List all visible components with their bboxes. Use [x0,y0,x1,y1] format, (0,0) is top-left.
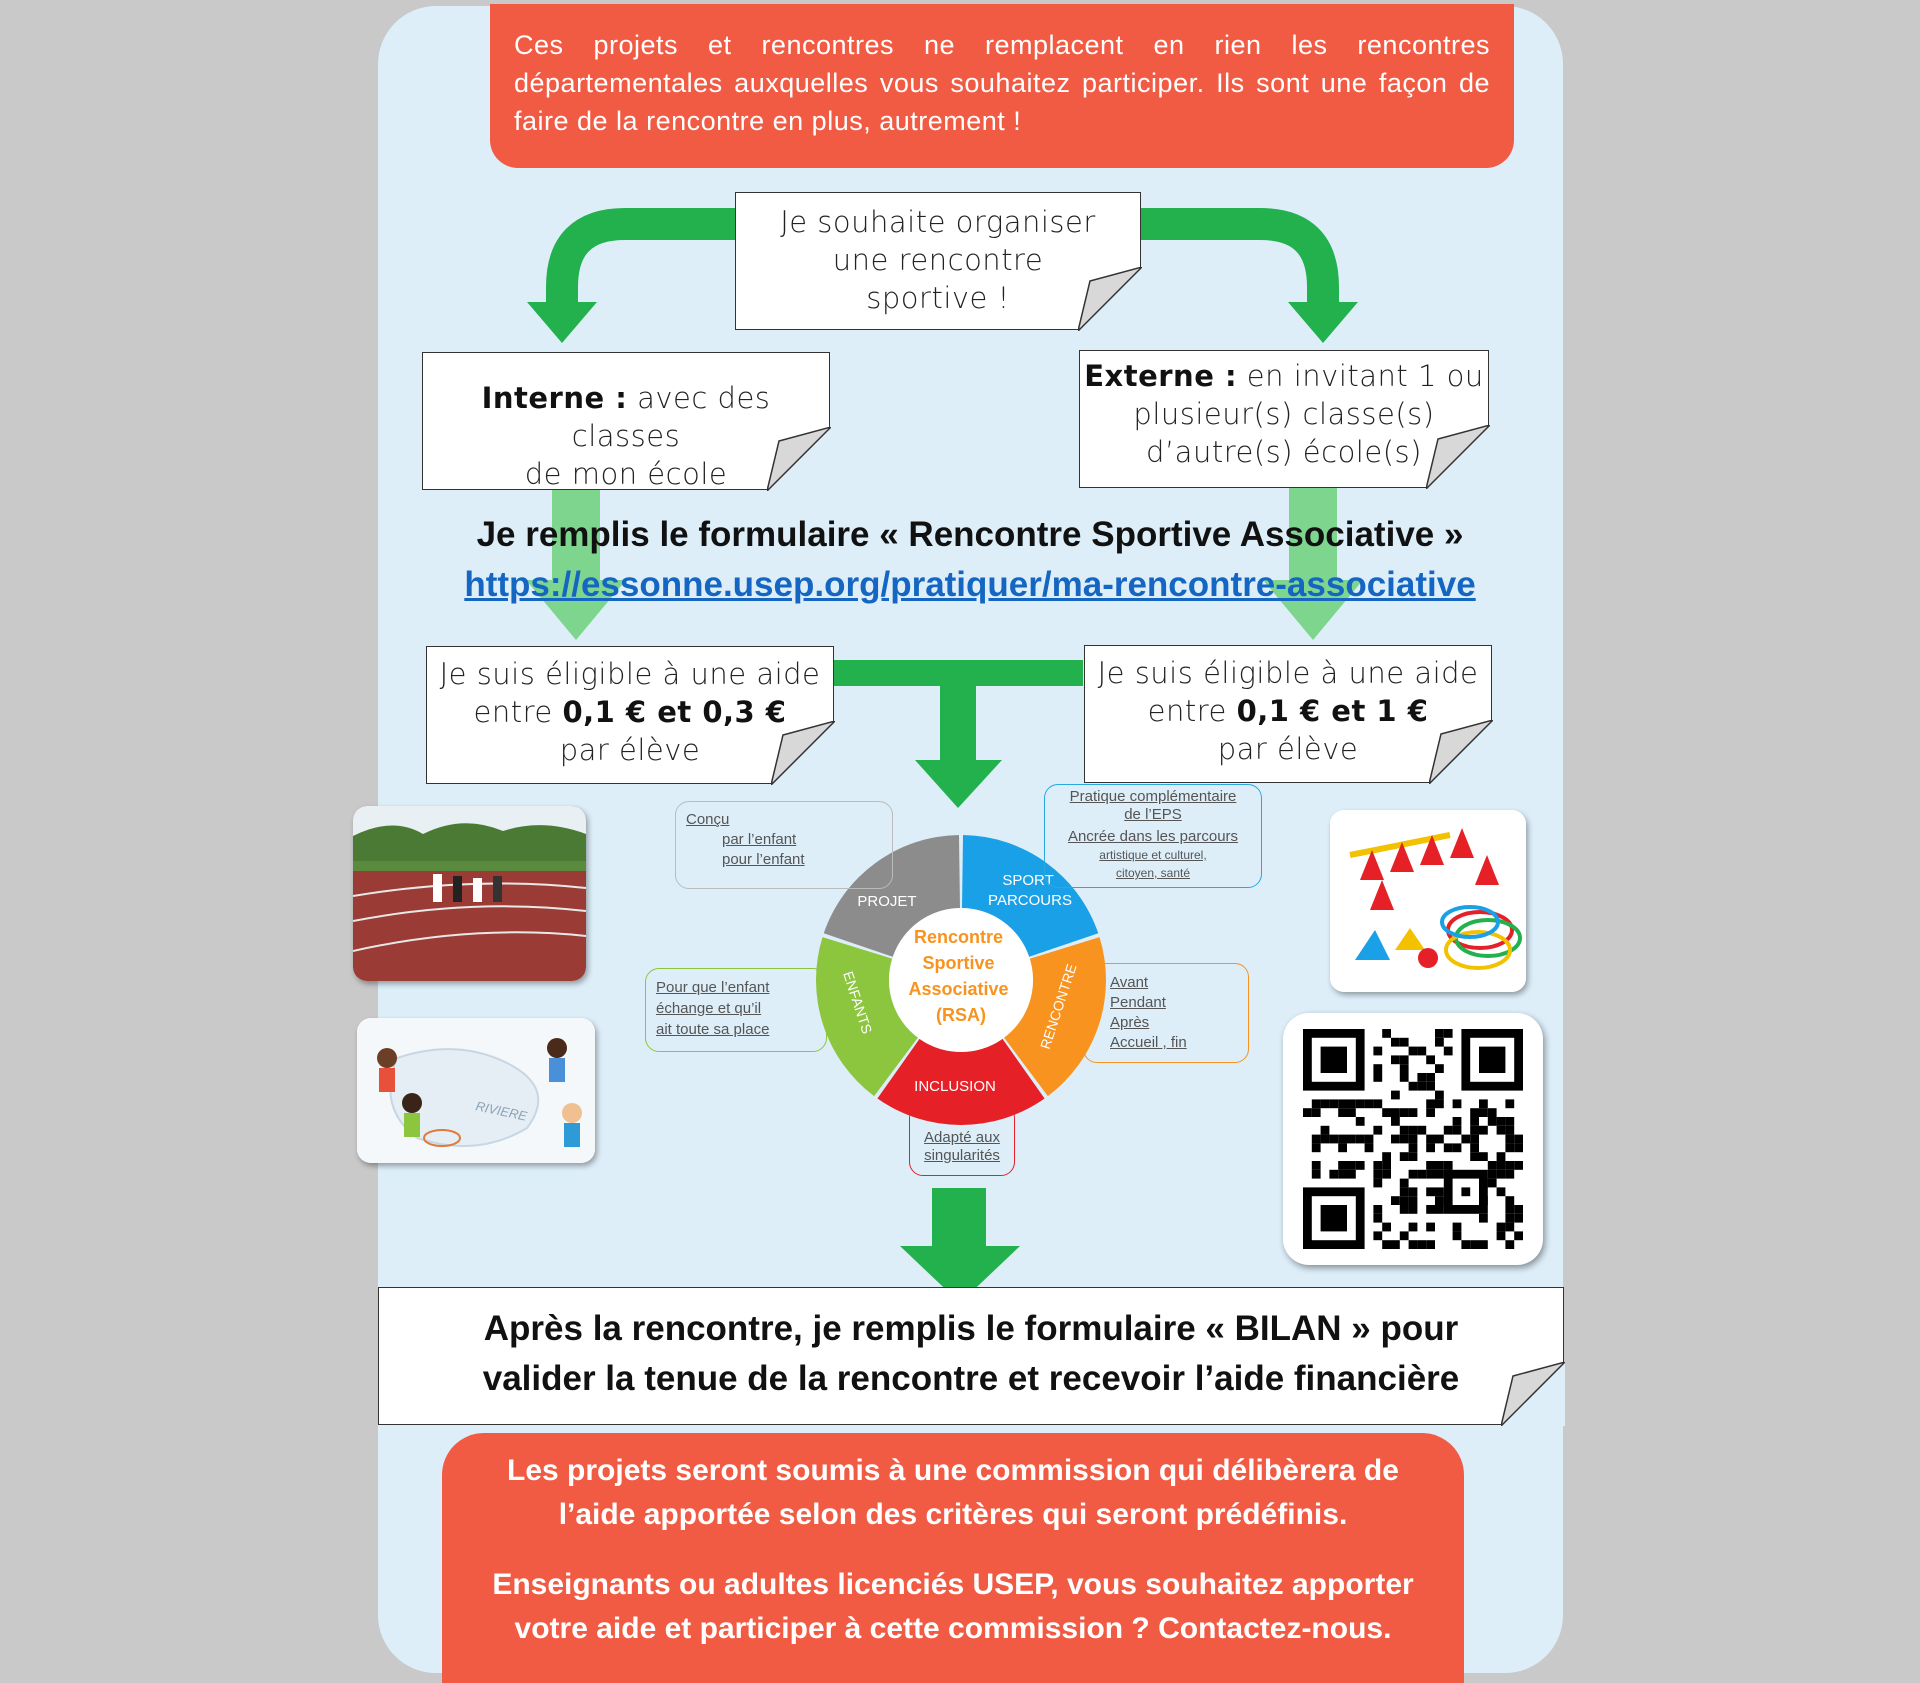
callout-text: Pratique complémentaire [1069,788,1237,805]
arrow-head-interne [527,302,597,343]
wheel-label-parcours: PARCOURS [988,892,1072,909]
svg-text:Rencontre Sportive Ass: Rencontre Sportive Associative (RSA) [908,927,1013,1025]
callout-inclusion: Adapté aux singularités [909,1104,1015,1176]
callout-text: Accueil , fin [1110,1034,1187,1051]
bottom-text: Les projets seront soumis à une commissi… [507,1454,1399,1487]
externe-text: en invitant 1 ou [1237,359,1484,393]
bottom-text: votre aide et participer à cette commiss… [514,1612,1392,1645]
arrow-head-externe [1288,302,1358,343]
callout-text: ait toute sa place [656,1021,770,1038]
bilan-text: Après la rencontre, je remplis le formul… [483,1309,1459,1348]
start-note: Je souhaite organiser une rencontre spor… [735,192,1142,331]
callout-text: pour l’enfant [722,851,805,868]
light-arrow-left-head [526,580,626,640]
start-note-line: une rencontre [832,243,1044,277]
start-note-line: Je souhaite organiser [780,205,1096,239]
wheel-center-text: Sportive [922,953,994,973]
wheel-center-text: (RSA) [936,1005,986,1025]
callout-concu: Conçu par l’enfant pour l’enfant [675,801,893,889]
wheel-segment [962,835,1099,957]
wheel-center-text: Associative [908,979,1008,999]
interne-label: Interne : [481,381,628,415]
light-arrow-right [1289,487,1337,582]
aide-text: par élève [559,733,701,767]
interne-text: de mon école [524,457,728,491]
externe-note: Externe : en invitant 1 ou plusieur(s) c… [1079,350,1490,489]
callout-enfant: Pour que l’enfant échange et qu’il ait t… [645,968,827,1052]
aide-text: entre [1147,694,1237,728]
qr-code[interactable] [1283,1013,1543,1265]
bottom-banner: Les projets seront soumis à une commissi… [442,1433,1464,1683]
callout-text: Après [1110,1014,1150,1031]
arrow-to-interne [546,208,735,302]
wheel-label-sport: SPORT [1002,872,1053,889]
callout-text: Pendant [1110,994,1166,1011]
start-note-line: sportive ! [866,281,1010,315]
callout-text: Ancrée dans les parcours [1067,828,1239,845]
callout-text: citoyen, santé [1115,866,1191,880]
bottom-text: Enseignants ou adultes licenciés USEP, v… [492,1568,1414,1601]
callout-text: par l’enfant [722,831,797,848]
aide-amount: 0,1 € et 0,3 € [562,695,787,729]
aide-text: par élève [1217,732,1359,766]
bilan-note: Après la rencontre, je remplis le formul… [378,1287,1565,1426]
aide-amount: 0,1 € et 1 € [1236,694,1429,728]
aide-text: Je suis éligible à une aide [439,657,821,691]
photo-sport-equipment [1330,810,1526,992]
wheel-center-text: Rencontre [914,927,1003,947]
rsa-wheel: Rencontre Sportive Associative (RSA) PRO… [816,835,1106,1125]
light-arrow-left [552,487,600,582]
page-curl-icon [1429,720,1493,784]
svg-text:SPORT PARCOURS: SPORT PARCOURS [988,872,1072,909]
wheel-label-projet: PROJET [857,893,916,910]
wheel-segment [877,1038,1045,1125]
aide-text: entre [473,695,563,729]
page-curl-icon [767,427,831,491]
callout-text: Adapté aux [924,1129,1000,1146]
form-block: Je remplis le formulaire « Rencontre Spo… [380,510,1560,610]
callout-text: de l’EPS [1124,806,1182,823]
aide-text: Je suis éligible à une aide [1097,656,1479,690]
aide-interne-note: Je suis éligible à une aide entre 0,1 € … [426,646,835,785]
form-link[interactable]: https://essonne.usep.org/pratiquer/ma-re… [464,565,1476,604]
bottom-stem [932,1188,986,1248]
page-curl-icon [1078,267,1142,331]
callout-text: échange et qu’il [656,1000,762,1017]
externe-label: Externe : [1084,359,1238,393]
wheel-label-inclusion: INCLUSION [914,1078,996,1095]
merge-head [915,760,1002,808]
interne-text: avec des classes [571,381,771,453]
callout-text: Conçu [686,811,730,828]
page-curl-icon [771,721,835,785]
form-title: Je remplis le formulaire « Rencontre Spo… [476,515,1464,554]
bilan-text: valider la tenue de la rencontre et rece… [482,1359,1460,1398]
wheel-segment [823,835,960,957]
wheel-segment [1004,937,1106,1097]
externe-text: plusieur(s) classe(s) [1133,397,1435,431]
callout-text: Pour que l’enfant [656,979,770,996]
photo-riviere-illustration: RIVIERE [357,1018,595,1163]
arrow-to-externe [1140,208,1339,302]
top-banner: Ces projets et rencontres ne remplacent … [490,4,1514,168]
qr-code-icon [1303,1029,1523,1249]
callout-text: artistique et culturel, [1099,848,1207,862]
callout-pratique: Pratique complémentaire de l’EPS Ancrée … [1044,784,1262,888]
bottom-text: l’aide apportée selon des critères qui s… [558,1498,1348,1531]
light-arrow-right-head [1263,580,1363,640]
page-curl-icon [1501,1362,1565,1426]
merge-stem [940,660,976,762]
page-curl-icon [1426,425,1490,489]
callout-rencontre: Avant Pendant Après Accueil , fin [1083,963,1249,1063]
photo-running-track [353,806,586,981]
callout-text: Avant [1110,974,1149,991]
callout-text: singularités [924,1147,1000,1164]
aide-externe-note: Je suis éligible à une aide entre 0,1 € … [1084,645,1493,784]
interne-note: Interne : avec des classes de mon école [422,352,831,491]
externe-text: d’autre(s) école(s) [1146,435,1422,469]
wheel-segment [816,937,918,1097]
bottom-head [900,1246,1020,1303]
